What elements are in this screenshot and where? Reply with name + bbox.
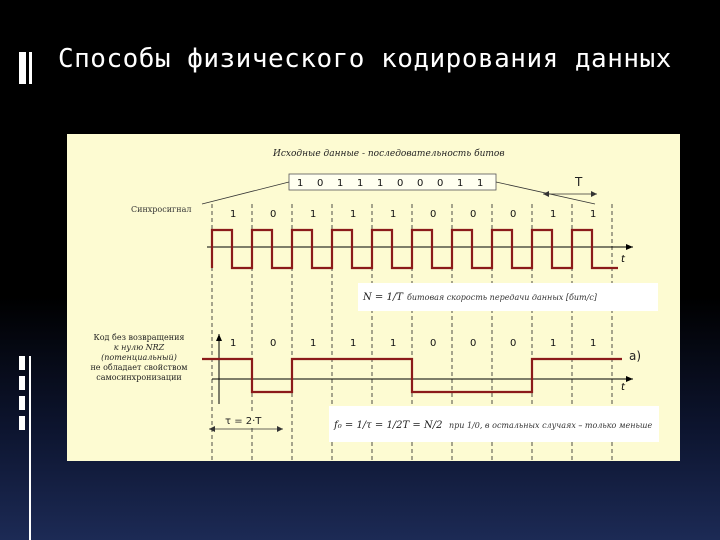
nrz-vertical-arrow (216, 334, 222, 341)
nrz-bit-label: 0 (430, 338, 436, 349)
clock-bit-label: 0 (270, 209, 276, 220)
slide-title: Способы физического кодирования данных (58, 44, 672, 74)
tau-label: τ = 2·T (225, 416, 262, 427)
clock-time-label: t (621, 254, 626, 265)
nrz-bit-label: 1 (390, 338, 396, 349)
nrz-bit-label: 1 (550, 338, 556, 349)
bit-value: 1 (377, 178, 383, 189)
nrz-bit-label: 0 (470, 338, 476, 349)
clock-bit-label: 1 (350, 209, 356, 220)
encoding-diagram: Исходные данные - последовательность бит… (67, 134, 680, 461)
nrz-bit-label: 1 (310, 338, 316, 349)
brace-left (201, 181, 290, 205)
decor-bar-top-thin (29, 52, 32, 84)
bit-value: 1 (477, 178, 483, 189)
formula-f: f₀ = 1/τ = 1/2T = N/2 (333, 420, 442, 431)
clock-signal-line (210, 228, 618, 270)
formula-n: N = 1/T (362, 292, 404, 303)
clock-bit-label: 0 (430, 209, 436, 220)
decor-bar-bottom-2 (19, 376, 25, 390)
nrz-bit-label: 1 (230, 338, 236, 349)
bit-value: 1 (457, 178, 463, 189)
nrz-label-line: к нулю NRZ (114, 343, 165, 352)
nrz-label-line: не обладает свойством (90, 363, 187, 372)
bit-value: 0 (417, 178, 423, 189)
diagram-svg: Исходные данные - последовательность бит… (90, 148, 659, 461)
bit-value: 0 (437, 178, 443, 189)
clock-bit-label: 1 (390, 209, 396, 220)
decor-bar-bottom-3 (19, 396, 25, 410)
nrz-time-label: t (621, 382, 626, 393)
period-arrow-right-head (591, 191, 597, 197)
decor-bar-top (19, 52, 26, 84)
tau-arrow-right-head (277, 426, 283, 432)
nrz-axis-arrow (626, 376, 633, 382)
clock-bit-label: 1 (550, 209, 556, 220)
clock-label: Синхросигнал (131, 205, 191, 214)
period-arrow-left-head (543, 191, 549, 197)
nrz-label-line: (потенциальный) (101, 353, 177, 362)
bit-value: 0 (397, 178, 403, 189)
nrz-bit-label: 0 (510, 338, 516, 349)
tau-label-bg (222, 414, 270, 428)
clock-bit-label: 0 (470, 209, 476, 220)
clock-bit-label: 1 (310, 209, 316, 220)
clock-bit-label: 0 (510, 209, 516, 220)
nrz-label-line: самосинхронизации (96, 373, 182, 382)
nrz-bit-label: 0 (270, 338, 276, 349)
formula-n-desc: битовая скорость передачи данных [бит/с] (407, 293, 598, 302)
formula-n-box (358, 283, 658, 311)
bit-value: 1 (357, 178, 363, 189)
nrz-bit-label: 1 (590, 338, 596, 349)
tau-arrow-left-head (209, 426, 215, 432)
nrz-bit-label: 1 (350, 338, 356, 349)
decor-bar-long (29, 356, 31, 540)
bit-value: 0 (317, 178, 323, 189)
header-title: Исходные данные - последовательность бит… (272, 148, 505, 159)
nrz-signal-line (202, 357, 622, 394)
formula-f-desc: при 1/0, в остальных случаях – только ме… (449, 421, 652, 430)
period-label: T (574, 175, 583, 189)
bit-value: 1 (297, 178, 303, 189)
decor-bar-bottom-4 (19, 416, 25, 430)
nrz-bit-labels: 1 0 1 1 1 0 0 0 1 1 (230, 338, 596, 349)
bits-row: 1 0 1 1 1 0 0 0 1 1 (297, 178, 483, 189)
clock-bit-label: 1 (590, 209, 596, 220)
clock-bit-labels: 1 0 1 1 1 0 0 0 1 1 (230, 209, 596, 220)
decor-bar-bottom-1 (19, 356, 25, 370)
nrz-label-line: Код без возвращения (94, 333, 185, 342)
formula-f-box (329, 406, 659, 442)
clock-bit-label: 1 (230, 209, 236, 220)
bit-value: 1 (337, 178, 343, 189)
variant-label: а) (629, 349, 641, 363)
clock-axis-arrow (626, 244, 633, 250)
